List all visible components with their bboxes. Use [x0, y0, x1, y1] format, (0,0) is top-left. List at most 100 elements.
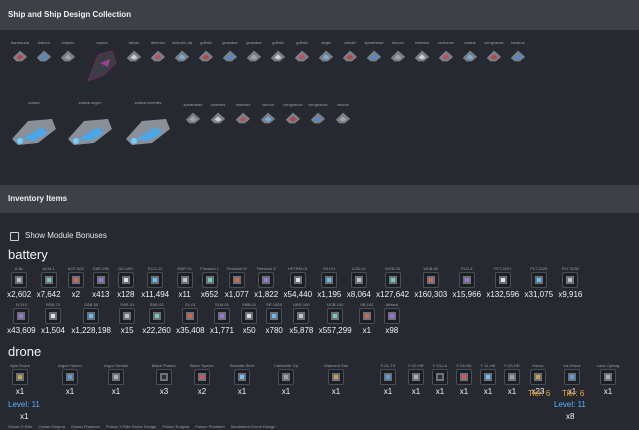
ship-label: goliath — [272, 40, 284, 45]
drone-item[interactable]: Blaze Spectrumx2 — [190, 363, 214, 396]
ship-large-label: solace-argon — [78, 100, 102, 105]
ship-item[interactable]: spearhead — [364, 40, 384, 70]
item-quantity: x15,966 — [452, 290, 482, 299]
drone-item[interactable]: Black Phantomx3 — [152, 363, 176, 396]
ship-item[interactable]: guardian — [244, 40, 264, 70]
item-icon — [480, 369, 496, 385]
ship-item[interactable]: solaris — [460, 40, 480, 70]
featured-ship[interactable]: caylon — [82, 40, 122, 92]
item-quantity: x1 — [435, 387, 445, 396]
ship-large-item[interactable]: solace — [8, 100, 60, 158]
ship-icon — [436, 47, 456, 70]
featured-ship-label: caylon — [96, 40, 108, 45]
ship-icon — [220, 47, 240, 70]
ship-item[interactable]: citadel — [340, 40, 360, 70]
ship-item[interactable]: vengeance — [307, 102, 329, 132]
ship-item[interactable]: centurion — [436, 40, 456, 70]
item-quantity: x1 — [111, 387, 121, 396]
ship-item[interactable]: goliath — [196, 40, 216, 70]
item-quantity: x11 — [178, 290, 191, 299]
ship-item[interactable]: mimesis — [232, 102, 254, 132]
drone-item[interactable]: Argon Hammerclawx1 — [58, 363, 82, 396]
ship-item[interactable]: defcolor-diplomats — [172, 40, 192, 70]
show-module-bonuses-checkbox[interactable] — [10, 232, 19, 241]
ship-item[interactable]: mimesis — [207, 102, 229, 132]
ship-item[interactable]: goliath — [292, 40, 312, 70]
item-icon — [12, 369, 28, 385]
ship-item[interactable]: falcon — [124, 40, 144, 70]
item-label: R-310 — [15, 302, 27, 307]
drone-item[interactable]: Argon Sentinel Drone Designx1 — [104, 363, 128, 396]
ship-item[interactable]: barracuda — [10, 40, 30, 70]
ship-item[interactable]: vengeance — [282, 102, 304, 132]
ship-item[interactable]: venom — [332, 102, 354, 132]
item-icon — [241, 308, 258, 324]
item-icon — [83, 308, 100, 324]
item-icon — [40, 272, 57, 288]
ship-item[interactable]: vengeance — [484, 40, 504, 70]
item-quantity: x1 — [331, 387, 341, 396]
ship-label: spearhead — [364, 40, 384, 45]
ship-large-item[interactable]: solace-borealis — [122, 100, 174, 158]
item-label: Argon Hammerclaw — [58, 363, 82, 368]
ship-item[interactable]: spearhead — [182, 102, 204, 132]
ship-item[interactable]: dolphin — [58, 40, 78, 70]
ship-large-item[interactable]: solace-argon — [64, 100, 116, 158]
ship-item[interactable]: defcolor — [148, 40, 168, 70]
ship-item[interactable]: aegis — [316, 40, 336, 70]
ship-item[interactable]: goliath — [268, 40, 288, 70]
ship-icon — [364, 47, 384, 70]
ship-item[interactable]: retiarius — [412, 40, 432, 70]
ship-item[interactable]: leonov — [388, 40, 408, 70]
ship-item[interactable]: venom — [257, 102, 279, 132]
ship-item[interactable]: tartarus — [508, 40, 528, 70]
ship-item[interactable]: guardian — [220, 40, 240, 70]
ship-item[interactable]: baleon — [34, 40, 54, 70]
